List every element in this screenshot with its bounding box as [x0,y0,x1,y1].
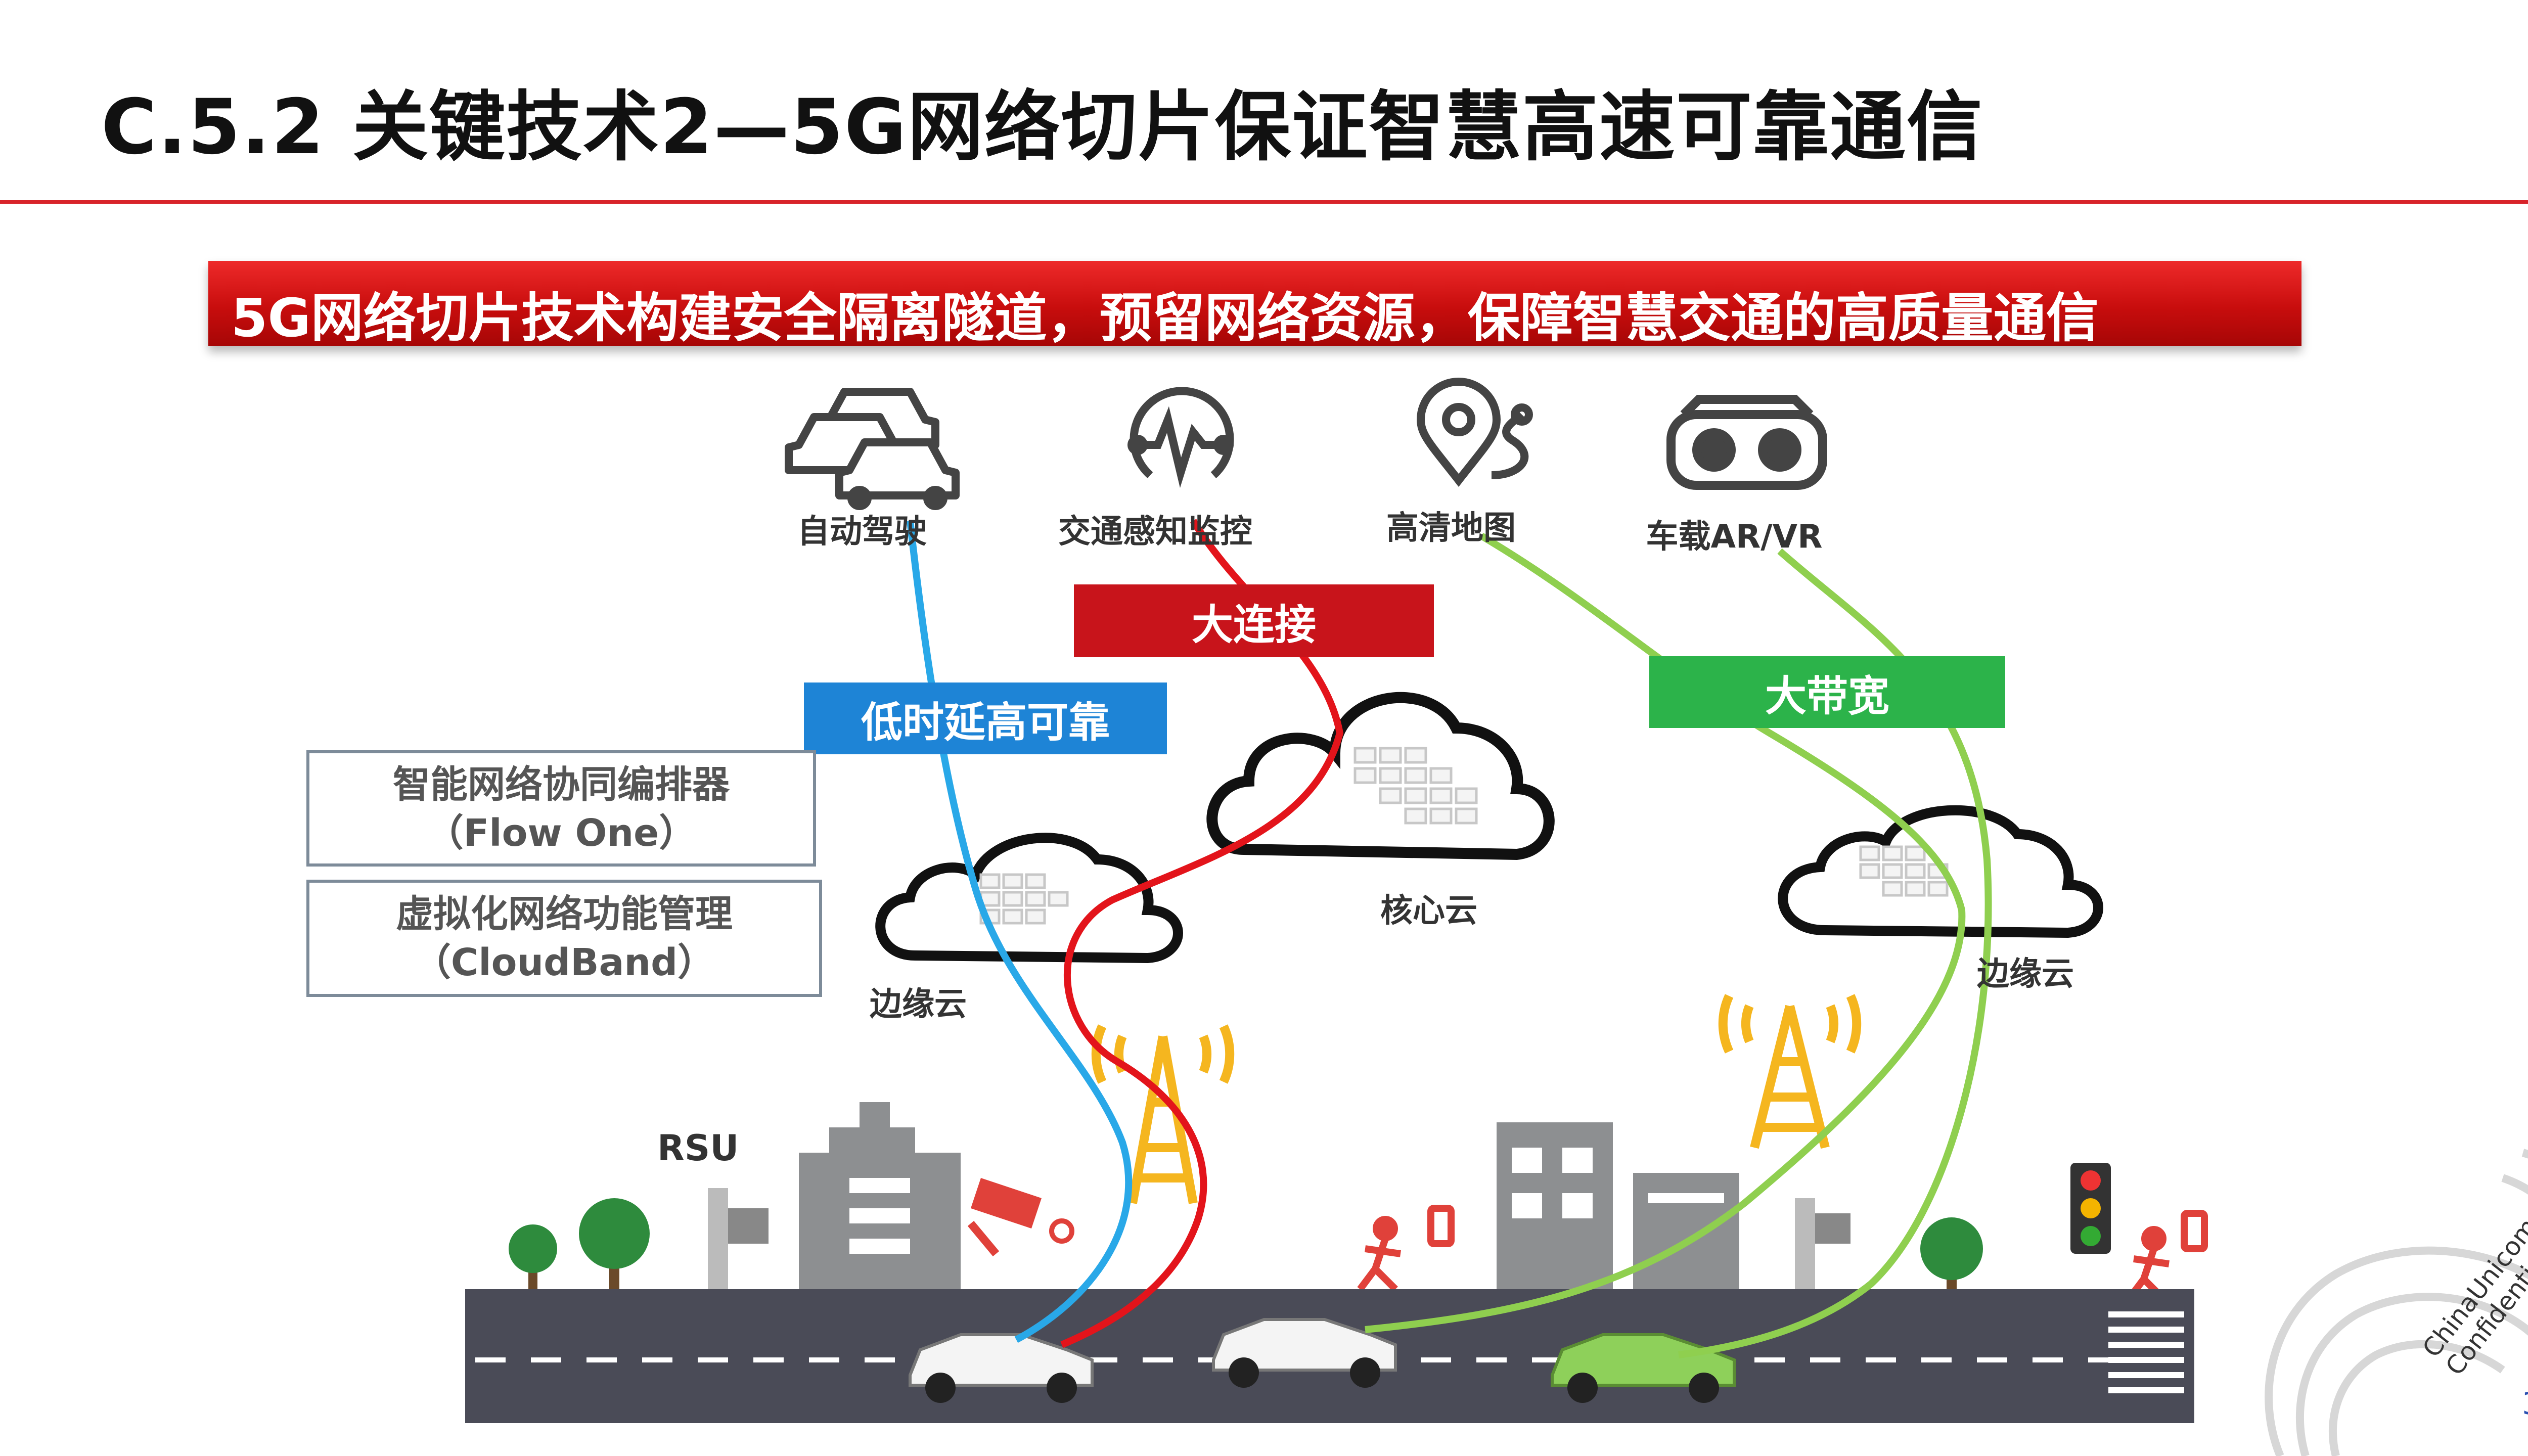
orchestrator-title: 智能网络协同编排器 [393,763,730,806]
page-number: 32 [2522,1386,2528,1422]
app-label-autonomous-driving: 自动驾驶 [797,513,927,551]
app-label-in-vehicle-arvr: 车载AR/VR [1646,518,1823,556]
camera-icon [967,1178,1074,1257]
app-label-traffic-monitoring: 交通感知监控 [1058,513,1252,551]
app-label-hd-map: 高清地图 [1386,510,1516,547]
antenna-tower-right [1718,994,1862,1149]
crosswalk [2108,1311,2184,1393]
nfv-management-title: 虚拟化网络功能管理 [396,892,733,936]
edge-cloud-left-label: 边缘云 [870,986,967,1023]
car-white-middle [1212,1318,1397,1388]
page-title: C.5.2 关键技术2—5G网络切片保证智慧高速可靠通信 [101,83,1983,171]
map-pin-route-icon [1416,378,1533,487]
title-divider [0,200,2528,204]
edge-cloud-right-grid [1859,845,1949,897]
nfv-management-product: （CloudBand） [413,941,715,984]
orchestrator-product: （Flow One） [426,811,697,855]
headline-text: 5G网络切片技术构建安全隔离隧道，预留网络资源，保障智慧交通的高质量通信 [231,287,2099,349]
tag-broadband: 大带宽 [1649,656,2005,728]
pedestrian-icon [1357,1205,2208,1302]
rsu-label: RSU [657,1127,739,1169]
edge-cloud-left-grid [979,873,1069,925]
tree-icon [509,1198,1983,1294]
core-cloud-label: 核心云 [1380,892,1477,930]
core-cloud-grid [1353,747,1478,825]
nfv-management-box: 虚拟化网络功能管理 （CloudBand） [306,880,822,997]
antenna-tower-left [1091,1024,1235,1204]
massive-connection-slice-line [1060,519,1344,1348]
tag-massive-connection: 大连接 [1074,584,1434,657]
vr-headset-icon [1666,395,1827,490]
orchestrator-box: 智能网络协同编排器 （Flow One） [306,750,816,867]
car-green-right [1551,1333,1736,1403]
traffic-light-icon [2070,1163,2111,1254]
sensing-monitor-icon [1127,387,1234,488]
car-white-left [909,1333,1094,1403]
cars-icon [785,388,960,510]
rsu-pole-icon [708,1188,1850,1289]
tag-low-latency: 低时延高可靠 [804,682,1167,754]
right-office-building [1497,1122,1739,1289]
china-unicom-logo-watermark [2265,1149,2528,1456]
left-office-building [799,1102,961,1289]
headline-banner: 5G网络切片技术构建安全隔离隧道，预留网络资源，保障智慧交通的高质量通信 [208,261,2301,349]
edge-cloud-right-label: 边缘云 [1977,956,2074,993]
